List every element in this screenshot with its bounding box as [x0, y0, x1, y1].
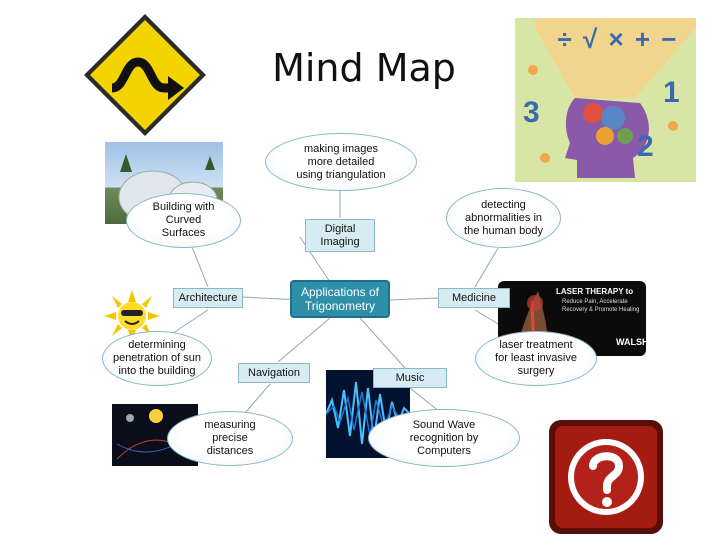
link-architecture-curved	[191, 246, 209, 288]
detail-sun-penetration: determining penetration of sun into the …	[102, 331, 212, 386]
link-center-navigation	[277, 317, 331, 363]
branch-music: Music	[373, 368, 447, 388]
link-architecture-sun	[169, 309, 209, 336]
detail-distances: measuring precise distances	[167, 411, 293, 466]
laser-ad-brand: WALSH	[616, 337, 646, 347]
math-number-3: 3	[523, 96, 540, 129]
branch-architecture: Architecture	[173, 288, 243, 308]
detail-laser-surgery: laser treatment for least invasive surge…	[475, 331, 597, 386]
detail-triangulation: making images more detailed using triang…	[265, 133, 417, 191]
link-navigation-distances	[244, 383, 271, 414]
laser-ad-title: LASER THERAPY to	[556, 287, 634, 296]
math-number-1: 1	[663, 76, 680, 109]
center-node-applications-of-trigonometry: Applications of Trigonometry	[290, 280, 390, 318]
link-medicine-abnormalities	[474, 247, 499, 288]
math-head-image: ÷ √ × + − 3 1 2	[515, 18, 696, 182]
branch-digital-imaging: Digital Imaging	[305, 219, 375, 252]
page-title: Mind Map	[272, 46, 456, 90]
question-mark-button[interactable]	[547, 418, 665, 536]
branch-navigation: Navigation	[238, 363, 310, 383]
link-music-soundwave	[409, 387, 441, 413]
detail-abnormalities: detecting abnormalities in the human bod…	[446, 188, 561, 248]
winding-road-sign-image	[80, 10, 210, 140]
math-number-2: 2	[637, 130, 654, 163]
detail-sound-wave: Sound Wave recognition by Computers	[368, 409, 520, 467]
math-symbols-text: ÷ √ × + −	[557, 24, 679, 54]
branch-medicine: Medicine	[438, 288, 510, 308]
laser-ad-subtitle: Reduce Pain, Accelerate Recovery & Promo…	[562, 299, 640, 313]
detail-curved-surfaces: Building with Curved Surfaces	[126, 193, 241, 248]
link-center-music	[359, 317, 406, 369]
